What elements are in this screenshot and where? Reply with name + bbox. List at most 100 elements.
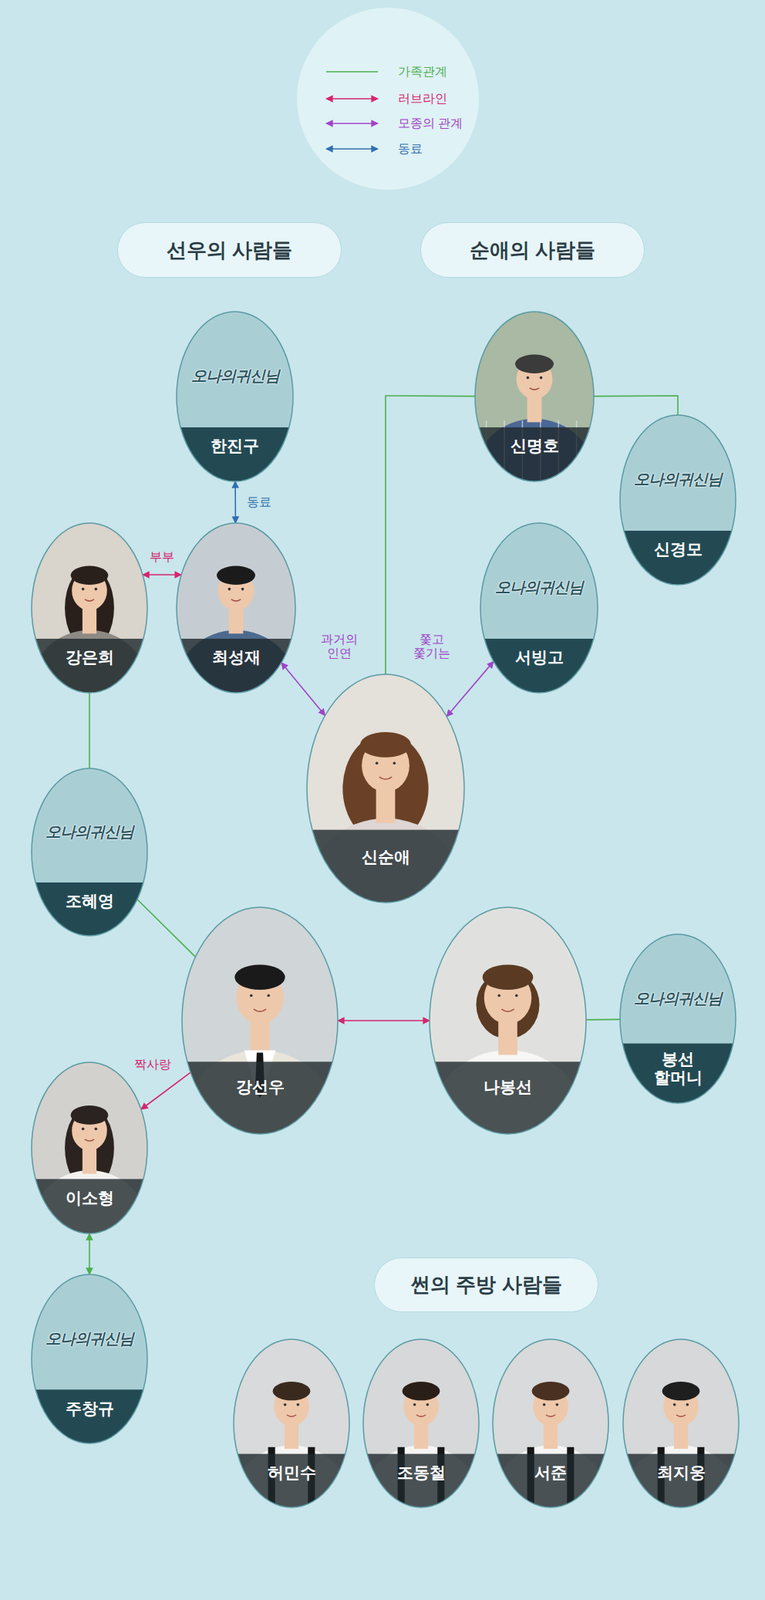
oval-shape — [479, 522, 599, 694]
character-oval: 오나의귀신님주창규 — [30, 1273, 149, 1444]
character-name: 최성재 — [198, 647, 274, 667]
character-name: 한진구 — [198, 436, 272, 455]
mouth — [286, 1414, 297, 1416]
relation-label: 동료 — [244, 494, 274, 510]
hair-top — [360, 731, 412, 758]
oval-outline — [31, 1061, 148, 1234]
heading-text: 선우의 사람들 — [166, 236, 293, 264]
eye — [413, 1402, 417, 1406]
eye — [249, 994, 253, 998]
drama-logo: 오나의귀신님 — [30, 822, 149, 841]
relation-label: 과거의 인연 — [318, 631, 361, 662]
mouth — [501, 1008, 514, 1012]
character-oval: 강은희 — [30, 522, 149, 694]
legend-sample — [326, 70, 378, 73]
oval-outline — [176, 311, 294, 482]
character-oval: 신순애 — [306, 673, 466, 904]
heading-text: 썬의 주방 사람들 — [410, 1270, 562, 1298]
oval-shape — [30, 767, 149, 937]
photo-background — [30, 1061, 149, 1234]
character-oval: 오나의귀신님신경모 — [619, 414, 737, 586]
section-heading: 선우의 사람들 — [117, 222, 342, 278]
drama-logo: 오나의귀신님 — [30, 1328, 149, 1348]
oval-shape — [362, 1337, 480, 1508]
relation-line — [337, 1019, 430, 1022]
character-oval: 이소형 — [30, 1061, 149, 1234]
relation-line — [586, 1018, 621, 1021]
label-holder: 과거의 인연 — [318, 631, 361, 662]
character-name: 조동철 — [384, 1462, 458, 1482]
relation-line — [137, 899, 196, 958]
oval-outline — [623, 1338, 739, 1507]
name-band — [306, 829, 466, 904]
eye — [241, 587, 245, 591]
character-name: 서준 — [514, 1462, 587, 1482]
relation-line — [446, 660, 494, 716]
oval-outline — [620, 933, 736, 1103]
name-band — [175, 638, 297, 694]
shoulders — [622, 1445, 740, 1508]
relation-line — [88, 1233, 91, 1274]
section-heading: 순애의 사람들 — [420, 222, 645, 278]
character-name: 봉선 할머니 — [641, 1049, 715, 1087]
eye — [539, 376, 543, 380]
character-name: 이소형 — [53, 1188, 126, 1207]
name-band — [479, 638, 599, 694]
name-band — [232, 1453, 351, 1508]
mouth — [231, 599, 241, 601]
hair-top — [234, 963, 285, 990]
character-name: 허민수 — [255, 1462, 328, 1482]
shoulders — [175, 630, 297, 694]
label-holder: 짝사랑 — [131, 1056, 174, 1072]
name-band — [619, 1043, 737, 1104]
character-oval: 허민수 — [232, 1337, 351, 1508]
character-oval: 오나의귀신님서빙고 — [479, 522, 599, 694]
drama-logo: 오나의귀신님 — [479, 577, 599, 597]
oval-outline — [31, 768, 148, 936]
name-band — [30, 638, 149, 694]
legend-text: 러브라인 — [397, 90, 448, 106]
relation-line — [234, 481, 236, 523]
shoulders — [232, 1445, 351, 1508]
relation-line — [141, 1071, 191, 1109]
name-band — [474, 427, 595, 482]
character-name: 강은희 — [53, 647, 126, 667]
eye — [542, 1402, 546, 1406]
placeholder-fill — [619, 933, 737, 1104]
shoulders — [362, 1445, 480, 1508]
photo-background — [306, 673, 466, 904]
hair-top — [70, 1105, 109, 1125]
character-oval: 최성재 — [175, 522, 297, 694]
character-name: 나봉선 — [458, 1077, 557, 1096]
character-name: 신순애 — [336, 847, 435, 867]
mouth — [529, 387, 540, 390]
label-holder: 쫓고 쫓기는 — [411, 631, 453, 662]
oval-outline — [176, 522, 296, 693]
oval-outline — [480, 522, 598, 693]
eye — [393, 761, 397, 765]
oval-shape — [30, 1061, 149, 1234]
placeholder-fill — [175, 310, 294, 482]
mouth — [545, 1414, 556, 1416]
character-oval: 강선우 — [181, 906, 339, 1135]
character-name: 조혜영 — [53, 891, 126, 910]
hair-top — [216, 566, 256, 585]
legend-holder: 러브라인 — [397, 90, 448, 106]
oval-shape — [232, 1337, 351, 1508]
mouth — [84, 599, 95, 601]
mouth — [253, 1008, 267, 1012]
name-band — [30, 1178, 149, 1234]
legend-text: 동료 — [397, 141, 423, 156]
photo-background — [474, 310, 595, 482]
legend-sample — [326, 122, 378, 125]
legend-bubble — [296, 7, 479, 190]
drama-logo: 오나의귀신님 — [619, 988, 737, 1008]
placeholder-fill — [619, 414, 737, 586]
drama-logo: 오나의귀신님 — [619, 469, 737, 489]
eye — [515, 994, 519, 998]
oval-shape — [492, 1337, 610, 1508]
oval-shape — [30, 1273, 149, 1444]
photo-background — [181, 906, 339, 1135]
hair-top — [532, 1381, 570, 1400]
